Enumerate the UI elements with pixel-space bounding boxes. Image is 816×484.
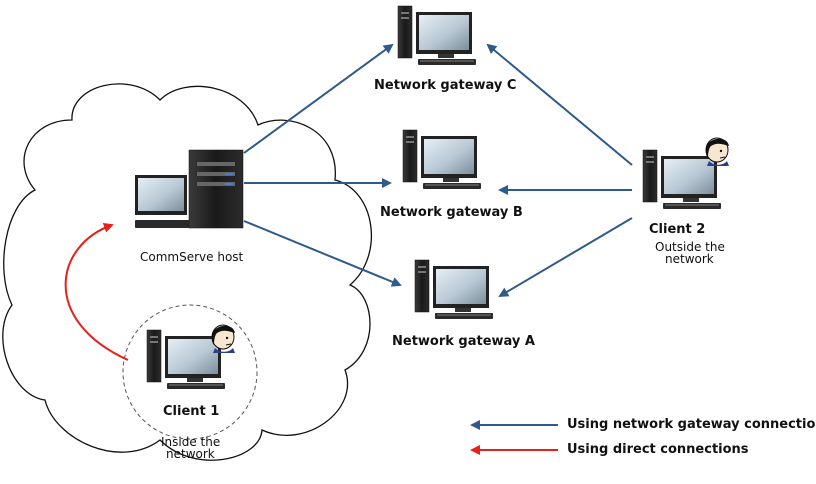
client-2-label-bg bbox=[636, 220, 772, 280]
gateway-c-icon bbox=[397, 5, 477, 66]
client-1-boundary bbox=[122, 304, 258, 440]
gateway-c-label: Network gateway C bbox=[374, 78, 517, 93]
arrow-client1-to-commserve bbox=[64, 222, 129, 361]
gateway-c-label-bg bbox=[366, 72, 510, 98]
client-1-label: Client 1 bbox=[163, 404, 220, 419]
client-2-user-icon bbox=[705, 137, 730, 167]
gateway-a-icon bbox=[414, 259, 494, 320]
gateway-b-label: Network gateway B bbox=[380, 205, 523, 220]
gateway-a-label: Network gateway A bbox=[392, 334, 535, 349]
arrow-commserve-to-gateway-c bbox=[243, 43, 394, 154]
legend-gateway-label: Using network gateway connections bbox=[567, 417, 816, 432]
gateway-a-label-bg bbox=[384, 328, 536, 356]
commserve-label: CommServe host bbox=[140, 250, 244, 264]
arrow-commserve-to-gateway-a bbox=[243, 220, 402, 287]
client-2-label: Client 2 bbox=[649, 222, 706, 237]
network-cloud bbox=[2, 83, 372, 461]
commserve-host-icon bbox=[135, 149, 244, 229]
gateway-b-label-bg bbox=[372, 198, 520, 224]
legend-direct-label: Using direct connections bbox=[567, 442, 749, 457]
client-1-sublabel-1: Inside the bbox=[161, 435, 221, 449]
client-2-sublabel-1: Outside the bbox=[655, 240, 725, 254]
client-2-sublabel-2: network bbox=[665, 252, 714, 266]
client-1-sublabel-2: network bbox=[166, 447, 215, 461]
gateway-b-icon bbox=[402, 129, 482, 190]
legend: Using network gateway connections Using … bbox=[456, 394, 816, 474]
arrow-client2-to-gateway-a bbox=[498, 217, 633, 298]
legend-swatches bbox=[470, 420, 558, 455]
arrow-client2-to-gateway-c bbox=[486, 43, 633, 166]
